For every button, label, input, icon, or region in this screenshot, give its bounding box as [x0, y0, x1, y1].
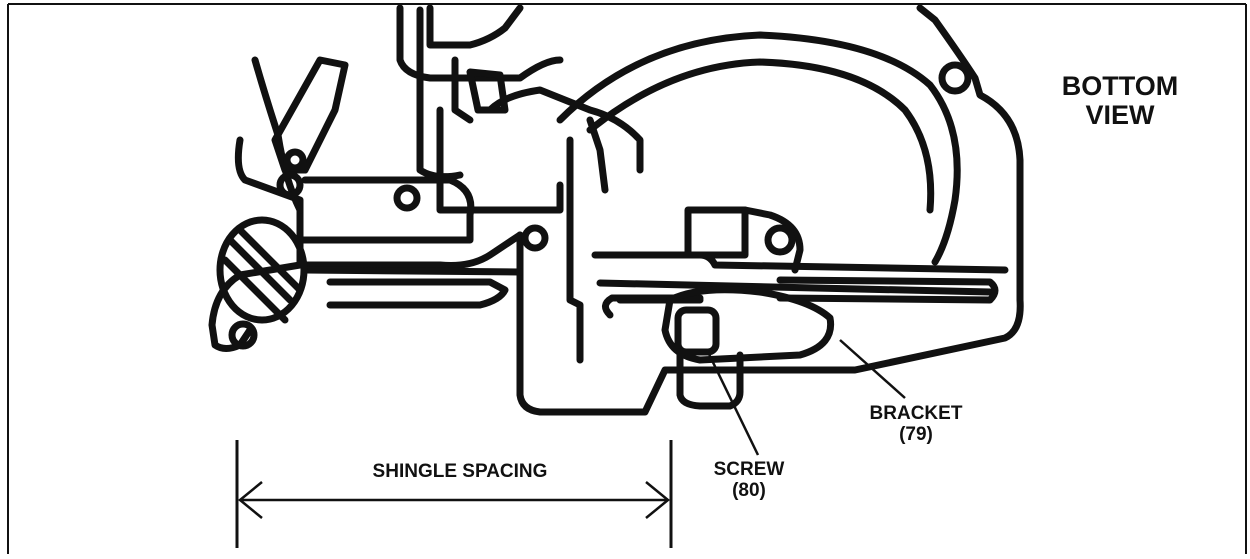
machine-body: [208, 4, 1024, 416]
screw-leader-line: [705, 349, 760, 456]
shingle-spacing-dimension: [235, 440, 673, 548]
view-label-line1: BOTTOM: [1061, 71, 1179, 101]
screw-callout: SCREW (80): [704, 459, 794, 501]
screw-name: SCREW: [713, 459, 785, 480]
leader-lines: [705, 339, 906, 456]
screw-ref: (80): [732, 479, 766, 501]
shingle-spacing-label: SHINGLE SPACING: [372, 461, 548, 482]
view-label-line2: VIEW: [1085, 100, 1155, 131]
view-label: BOTTOM VIEW: [1035, 71, 1205, 131]
dimension-arrow-left: [238, 481, 263, 519]
dimension-arrow-right: [645, 481, 670, 519]
figure-frame: [7, 3, 1247, 554]
bracket-leader-line: [839, 339, 906, 399]
bracket-callout: BRACKET (79): [866, 403, 966, 445]
bracket-name: BRACKET: [869, 403, 963, 424]
bracket-ref: (79): [899, 423, 933, 445]
